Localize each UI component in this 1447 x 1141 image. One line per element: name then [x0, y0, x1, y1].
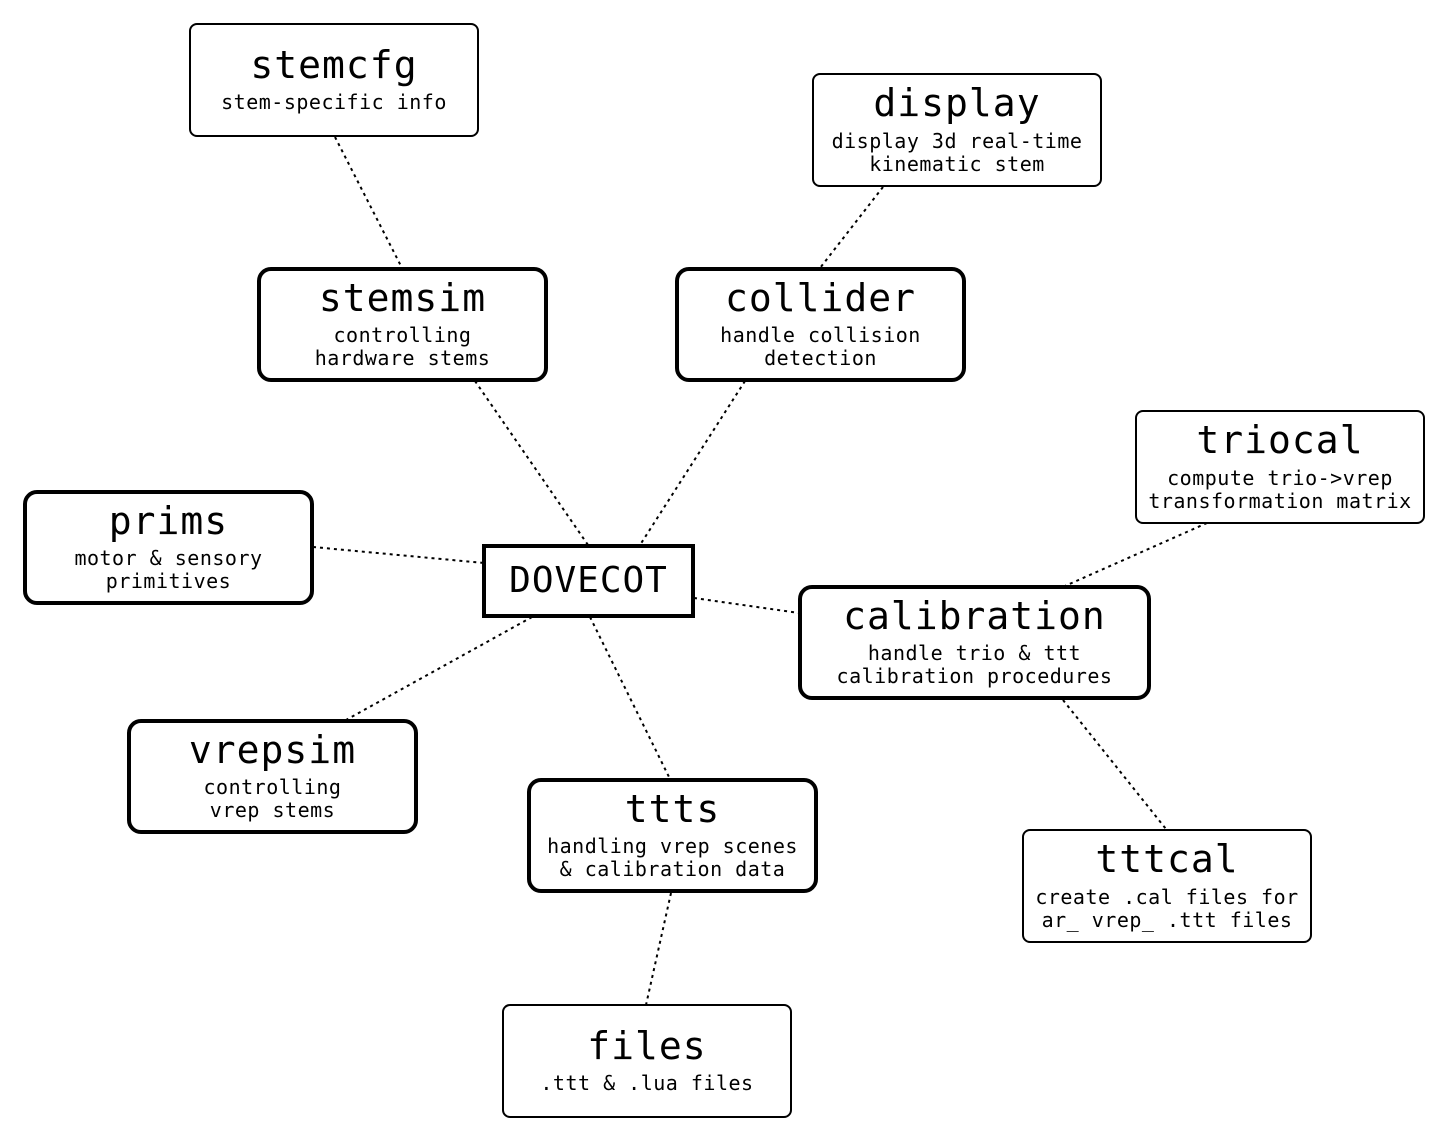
node-description-line: kinematic stem: [869, 151, 1045, 176]
node-title: tttcal: [1095, 837, 1239, 882]
edge-stemsim-dovecot: [474, 380, 589, 546]
node-title: ttts: [624, 786, 721, 831]
node-dovecot: DOVECOT: [482, 544, 695, 618]
node-description-line: primitives: [105, 569, 232, 594]
node-tttcal: tttcal create .cal files for ar_ vrep_ .…: [1022, 829, 1312, 943]
node-description-line: calibration procedures: [836, 664, 1113, 689]
node-title: DOVECOT: [509, 560, 668, 602]
node-description-line: stem-specific info: [221, 90, 447, 115]
edge-prims-dovecot: [312, 546, 485, 564]
node-prims: prims motor & sensory primitives: [23, 490, 314, 605]
node-description-line: display 3d real-time: [831, 128, 1083, 153]
node-title: triocal: [1196, 418, 1364, 463]
node-stemsim: stemsim controlling hardware stems: [257, 267, 548, 382]
edge-display-collider: [819, 186, 884, 269]
edge-ttts-files: [645, 892, 672, 1006]
node-title: prims: [108, 498, 229, 543]
node-collider: collider handle collision detection: [675, 267, 966, 382]
node-title: stemsim: [318, 275, 487, 320]
node-description: compute trio->vrep transformation matrix: [1148, 465, 1412, 513]
node-description: handle trio & ttt calibration procedures: [837, 642, 1113, 688]
node-description-line: detection: [764, 346, 877, 371]
node-description: handling vrep scenes & calibration data: [547, 835, 798, 881]
node-description-line: controlling: [333, 323, 472, 348]
node-description: stem-specific info: [221, 91, 447, 114]
node-title: vrepsim: [188, 727, 357, 772]
node-description-line: controlling: [203, 775, 342, 800]
node-title: stemcfg: [250, 42, 418, 87]
node-files: files .ttt & .lua files: [502, 1004, 792, 1118]
node-description-line: ar_ vrep_ .ttt files: [1041, 907, 1293, 932]
edge-dovecot-vrepsim: [345, 616, 533, 721]
node-vrepsim: vrepsim controlling vrep stems: [127, 719, 418, 834]
node-description-line: handle trio & ttt: [867, 641, 1082, 666]
node-description-line: create .cal files for: [1035, 884, 1299, 909]
edge-triocal-calibration: [1064, 522, 1208, 587]
node-title: calibration: [843, 593, 1106, 638]
node-title: files: [587, 1023, 707, 1068]
node-calibration: calibration handle trio & ttt calibratio…: [798, 585, 1151, 700]
node-description: controlling vrep stems: [204, 776, 342, 822]
node-description: controlling hardware stems: [315, 324, 491, 370]
node-triocal: triocal compute trio->vrep transformatio…: [1135, 410, 1425, 524]
node-description-line: .ttt & .lua files: [540, 1071, 754, 1096]
node-description-line: hardware stems: [314, 346, 491, 371]
node-description: handle collision detection: [720, 324, 921, 370]
node-description-line: vrep stems: [209, 798, 336, 823]
node-description: create .cal files for ar_ vrep_ .ttt fil…: [1035, 884, 1299, 932]
node-description-line: compute trio->vrep: [1167, 465, 1393, 490]
node-display: display display 3d real-time kinematic s…: [812, 73, 1102, 187]
node-description-line: transformation matrix: [1148, 488, 1412, 513]
edge-dovecot-ttts: [589, 616, 671, 780]
node-description-line: handle collision: [720, 323, 921, 348]
node-stemcfg: stemcfg stem-specific info: [189, 23, 479, 137]
edge-calibration-tttcal: [1062, 699, 1167, 830]
node-description-line: motor & sensory: [74, 546, 263, 571]
node-description-line: & calibration data: [559, 857, 786, 882]
node-ttts: ttts handling vrep scenes & calibration …: [527, 778, 818, 893]
edge-stemcfg-stemsim: [334, 136, 403, 269]
node-description: display 3d real-time kinematic stem: [831, 128, 1083, 176]
edge-collider-dovecot: [639, 380, 746, 546]
node-title: collider: [724, 275, 917, 320]
edge-dovecot-calibration: [693, 597, 800, 614]
node-title: display: [873, 81, 1041, 126]
node-description: .ttt & .lua files: [540, 1072, 753, 1095]
node-description: motor & sensory primitives: [74, 547, 262, 593]
node-description-line: handling vrep scenes: [547, 834, 798, 859]
